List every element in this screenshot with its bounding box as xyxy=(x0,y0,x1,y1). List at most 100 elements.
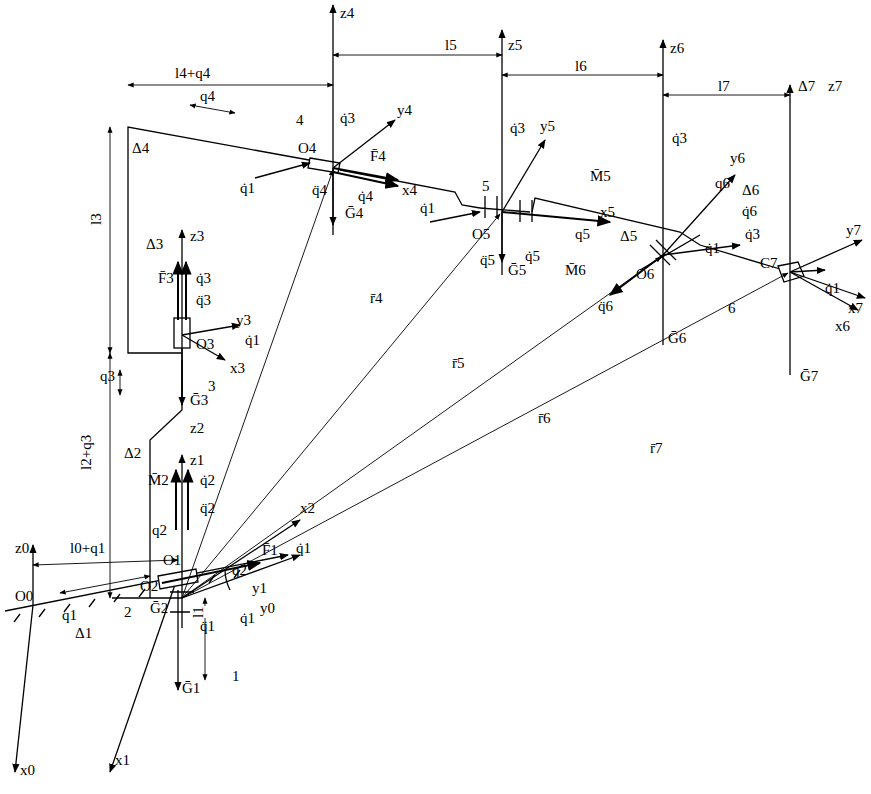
axis-label: 6 xyxy=(728,300,736,317)
axis-label: z6 xyxy=(670,40,684,57)
axis-label: q̇1 xyxy=(825,280,840,297)
axis-label: Δ5 xyxy=(620,228,637,245)
axis-label: q2 xyxy=(232,562,247,579)
axis-label: M̄2 xyxy=(148,472,169,489)
axis-label: C7 xyxy=(760,255,778,272)
axis-label: q̇3 xyxy=(672,130,687,147)
axis-label: x1 xyxy=(115,752,130,769)
axis-label: Ḡ6 xyxy=(668,330,686,347)
axis-label: M̄6 xyxy=(565,262,586,279)
axis-label: r̄7 xyxy=(650,440,663,457)
axis-label: Ḡ4 xyxy=(345,205,363,222)
axis-label: 5 xyxy=(482,178,490,195)
axis-label: x3 xyxy=(230,360,245,377)
axis-label: z7 xyxy=(828,78,842,95)
axis-label: q̇3 xyxy=(745,226,760,243)
axis-label: q̇4 xyxy=(358,188,373,205)
axis-label: Ḡ7 xyxy=(800,368,818,385)
axis-label: q6 xyxy=(715,175,730,192)
axis-label: 2 xyxy=(124,604,132,621)
axis-label: y4 xyxy=(397,102,412,119)
axis-label: l0+q1 xyxy=(70,540,105,557)
axis-label: O2 xyxy=(140,578,158,595)
axis-label: O3 xyxy=(196,336,214,353)
axis-label: q4 xyxy=(200,88,215,105)
axis-label: 1 xyxy=(232,668,240,685)
axis-label: q̇3 xyxy=(510,120,525,137)
axis-label: Δ7 xyxy=(798,78,815,95)
axis-label: q̇3 xyxy=(340,110,355,127)
axis-label: q̈6 xyxy=(598,298,613,315)
axis-label: q̈5 xyxy=(480,252,495,269)
axis-label: Δ1 xyxy=(75,625,92,642)
axis-label: y1 xyxy=(252,580,267,597)
axis-label: r̄6 xyxy=(538,410,551,427)
axis-label: z1 xyxy=(190,452,204,469)
axis-label: l7 xyxy=(718,78,730,95)
axis-label: Ḡ3 xyxy=(190,392,208,409)
axis-label: q̈3 xyxy=(196,292,211,309)
axis-label: q̇1 xyxy=(296,540,311,557)
axis-label: x0 xyxy=(20,762,35,779)
axis-label: y0 xyxy=(260,600,275,617)
axis-label: r̄4 xyxy=(370,290,383,307)
axis-label: q̈4 xyxy=(312,182,327,199)
axis-label: Δ2 xyxy=(124,445,141,462)
axis-label: q̇1 xyxy=(245,332,260,349)
axis-label: z5 xyxy=(508,37,522,54)
axis-label: l5 xyxy=(445,37,457,54)
axis-label: F̄4 xyxy=(370,148,386,165)
axis-label: 3 xyxy=(208,378,216,395)
axis-label: q̇1 xyxy=(420,200,435,217)
axis-label: r̄5 xyxy=(452,355,465,372)
axis-label: q3 xyxy=(100,368,115,385)
axis-label: q2 xyxy=(152,522,167,539)
axis-label: x4 xyxy=(402,182,417,199)
axis-label: l1 xyxy=(190,606,207,618)
axis-label: y6 xyxy=(730,150,745,167)
axis-label: F̄1 xyxy=(262,542,278,559)
axis-label: O6 xyxy=(636,266,654,283)
axis-label: q̈1 xyxy=(200,618,215,635)
axis-label: M̄5 xyxy=(590,168,611,185)
axis-label: y3 xyxy=(236,312,251,329)
axis-label: l6 xyxy=(575,58,587,75)
axis-label: y7 xyxy=(846,222,861,239)
axis-label: q1 xyxy=(62,607,77,624)
axis-label: x5 xyxy=(600,204,615,221)
axis-label: l4+q4 xyxy=(175,65,210,82)
axis-label: Ḡ5 xyxy=(508,262,526,279)
axis-label: l3 xyxy=(88,213,105,225)
axis-label: q̈2 xyxy=(200,500,215,517)
axis-label: Ḡ2 xyxy=(150,600,168,617)
axis-label: q̇2 xyxy=(200,472,215,489)
axis-label: q̇5 xyxy=(525,248,540,265)
axis-label: q̇6 xyxy=(742,203,757,220)
axis-label: x2 xyxy=(300,500,315,517)
axis-label: z2 xyxy=(190,420,204,437)
axis-label: q̇1 xyxy=(240,180,255,197)
axis-label: F̄3 xyxy=(158,270,174,287)
axis-label: x7 xyxy=(848,300,863,317)
axis-label: q̇3 xyxy=(196,270,211,287)
axis-label: q̇1 xyxy=(705,240,720,257)
axis-label: y5 xyxy=(540,118,555,135)
axis-label: O5 xyxy=(472,226,490,243)
axis-label: z4 xyxy=(340,5,354,22)
axis-label: Δ3 xyxy=(146,236,163,253)
axis-label: z0 xyxy=(15,540,29,557)
axis-label: Δ6 xyxy=(742,182,759,199)
axis-label: Δ4 xyxy=(132,140,149,157)
axis-label: O1 xyxy=(163,552,181,569)
axis-label: q5 xyxy=(575,226,590,243)
axis-label: 4 xyxy=(296,112,304,129)
axis-label: O0 xyxy=(15,588,33,605)
axis-label: q̇1 xyxy=(240,610,255,627)
axis-label: x6 xyxy=(835,318,850,335)
axis-label: l2+q3 xyxy=(78,435,95,470)
axis-label: O4 xyxy=(298,140,316,157)
axis-label: z3 xyxy=(190,228,204,245)
axis-label: Ḡ1 xyxy=(182,680,200,697)
